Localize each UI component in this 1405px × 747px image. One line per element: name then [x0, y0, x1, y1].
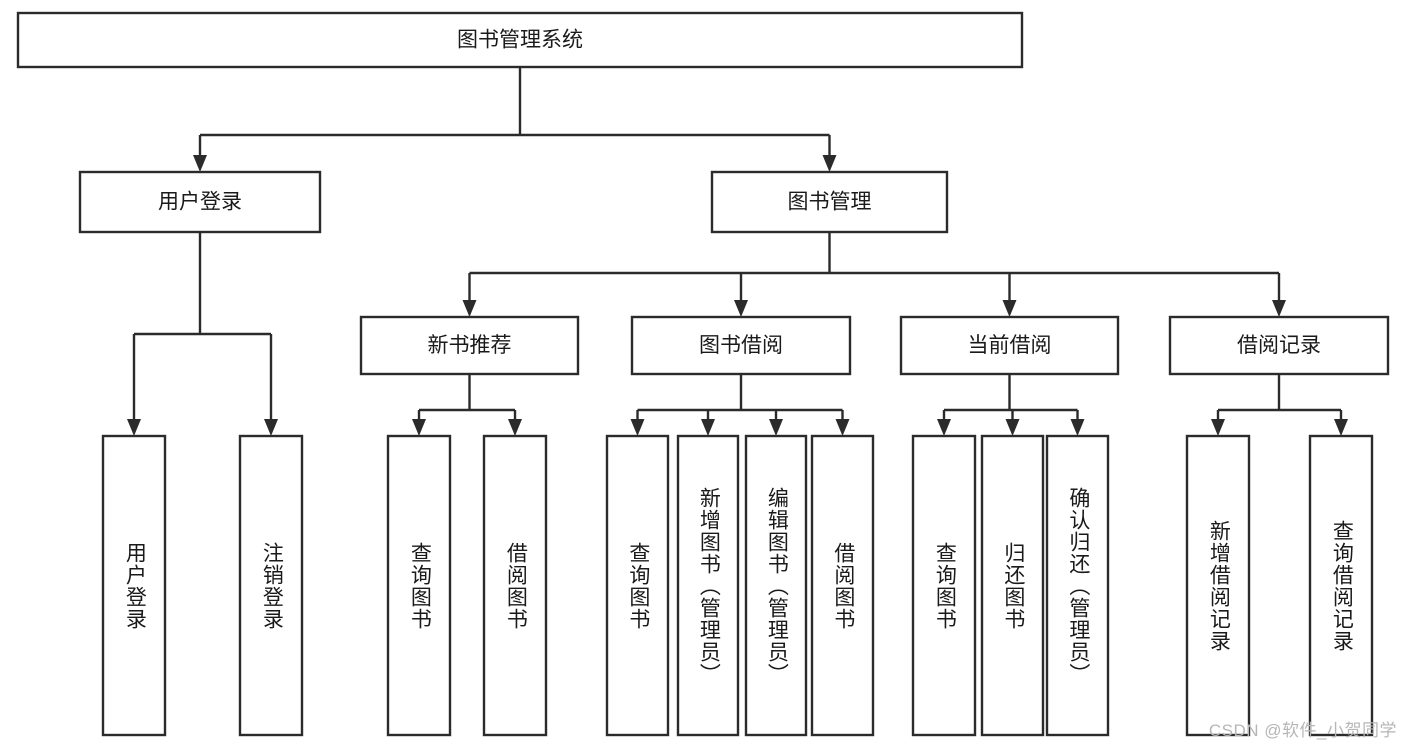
arrow-head-icon — [937, 419, 951, 436]
arrow-head-icon — [822, 155, 837, 172]
arrow-head-icon — [1211, 419, 1225, 436]
node-label-level2-0: 用户登录 — [158, 191, 242, 214]
node-box-level3-0[interactable] — [359, 315, 580, 376]
node-box-leaf-10[interactable] — [1045, 434, 1110, 737]
node-label-level3-0: 新书推荐 — [428, 334, 512, 357]
node-box-leaf-12[interactable] — [1308, 434, 1374, 737]
arrow-head-icon — [1272, 300, 1286, 317]
arrow-head-icon — [835, 419, 850, 436]
node-box-root[interactable] — [16, 11, 1024, 69]
node-box-level3-3[interactable] — [1168, 315, 1390, 376]
node-box-leaf-6[interactable] — [744, 434, 808, 737]
arrow-head-icon — [630, 419, 645, 436]
arrow-head-icon — [1005, 419, 1020, 436]
node-label-root: 图书管理系统 — [457, 29, 583, 52]
arrow-head-icon — [734, 300, 748, 317]
connector-layer — [127, 67, 1348, 436]
node-label-level3-2: 当前借阅 — [968, 334, 1052, 357]
arrow-head-icon — [1002, 300, 1017, 317]
arrow-head-icon — [1334, 419, 1348, 436]
node-box-leaf-9[interactable] — [980, 434, 1045, 737]
node-box-level3-2[interactable] — [899, 315, 1120, 376]
watermark-text: CSDN @软件_小贺同学 — [1208, 721, 1397, 740]
arrow-head-icon — [1070, 419, 1085, 436]
node-box-leaf-7[interactable] — [810, 434, 875, 737]
node-box-leaf-11[interactable] — [1185, 434, 1251, 737]
node-box-level2-1[interactable] — [710, 170, 949, 234]
node-box-leaf-3[interactable] — [482, 434, 548, 737]
arrow-head-icon — [769, 419, 783, 436]
node-box-leaf-8[interactable] — [911, 434, 977, 737]
arrow-head-icon — [127, 419, 141, 436]
node-box-leaf-4[interactable] — [605, 434, 670, 737]
node-box-level3-1[interactable] — [630, 315, 852, 376]
arrow-head-icon — [264, 419, 278, 436]
node-box-level2-0[interactable] — [78, 170, 322, 234]
box-layer — [16, 11, 1390, 737]
arrow-head-icon — [193, 155, 207, 172]
node-box-leaf-0[interactable] — [101, 434, 167, 737]
node-box-leaf-5[interactable] — [676, 434, 740, 737]
arrow-head-icon — [701, 419, 715, 436]
node-box-leaf-2[interactable] — [386, 434, 452, 737]
arrow-head-icon — [462, 300, 477, 317]
node-label-level2-1: 图书管理 — [788, 191, 872, 214]
node-label-level3-1: 图书借阅 — [699, 334, 783, 357]
node-label-level3-3: 借阅记录 — [1237, 334, 1321, 357]
arrow-head-icon — [412, 419, 426, 436]
arrow-head-icon — [508, 419, 522, 436]
node-box-leaf-1[interactable] — [238, 434, 304, 737]
